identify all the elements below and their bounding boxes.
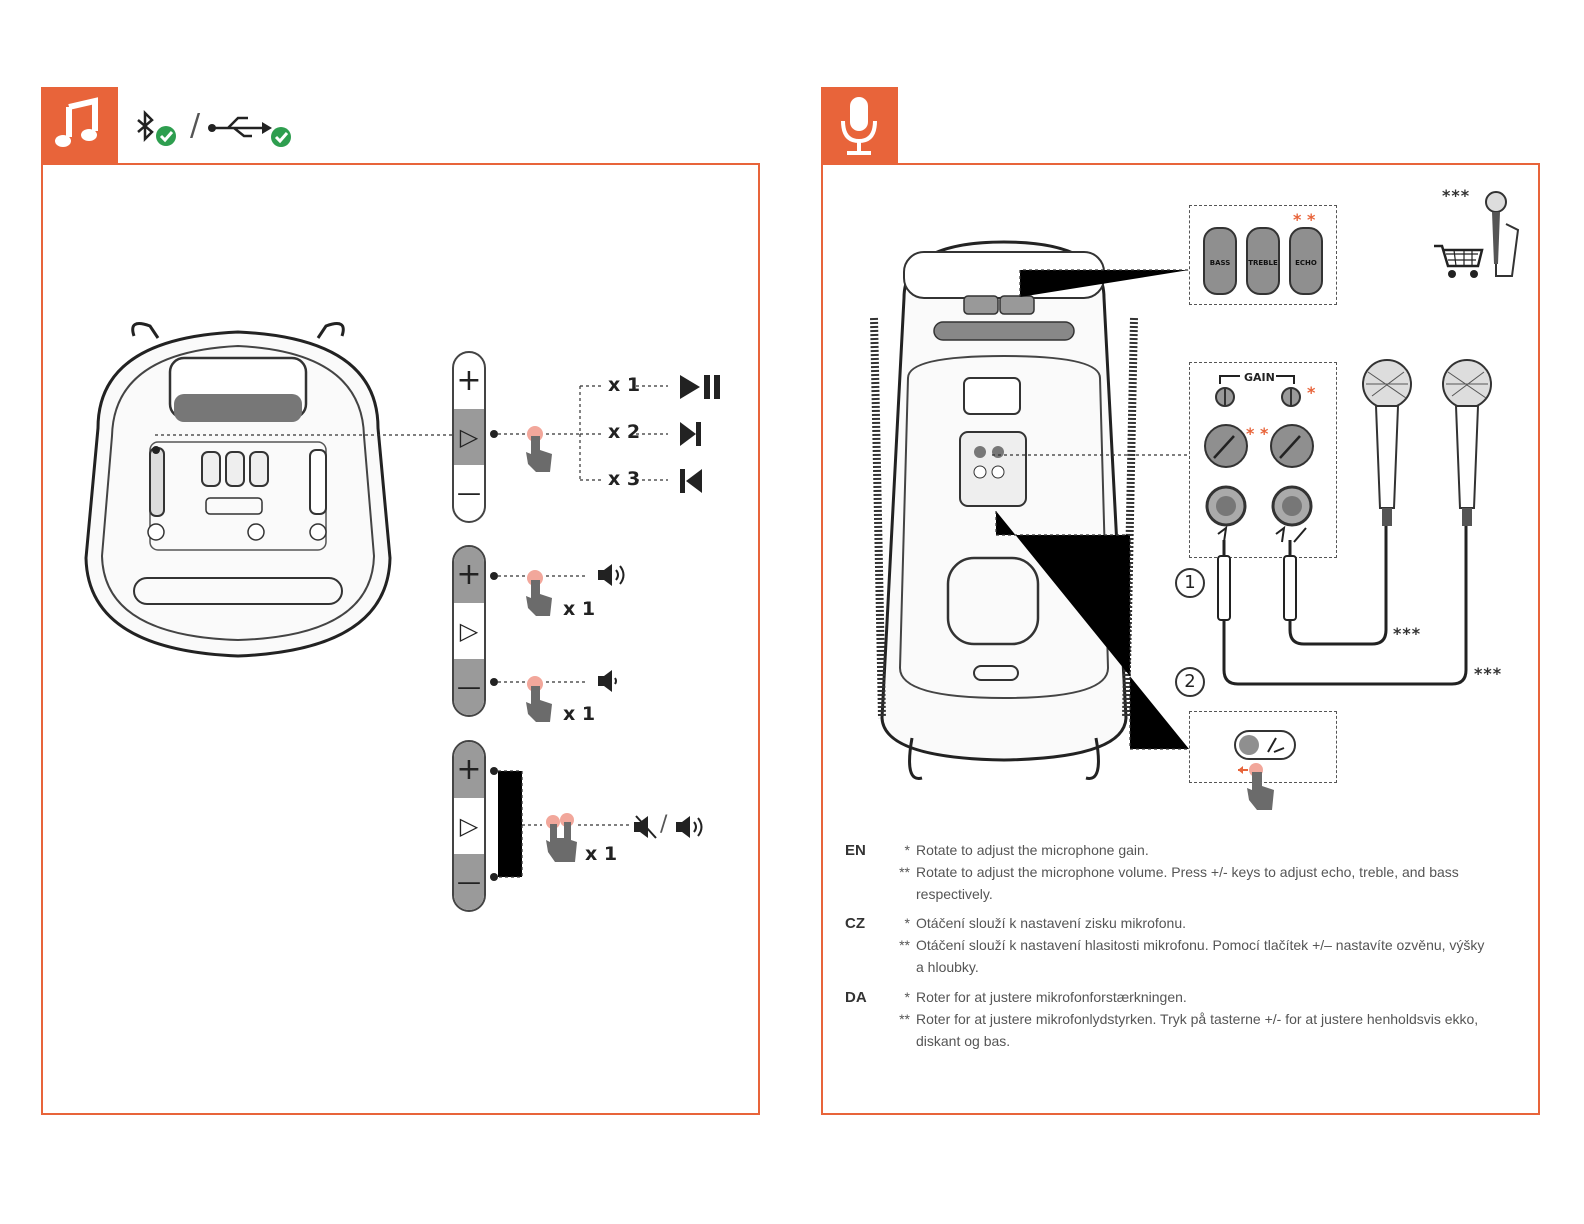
treble-key[interactable]: TREBLE [1246,227,1280,295]
note-cz-2: ** Otáčení slouží k nastavení hlasitosti … [892,934,1492,978]
volume-up-icon [598,564,625,586]
note-da-2-text: Roter for at justere mikrofonlydstyrken.… [916,1011,1479,1049]
note-lang-da: DA [845,989,867,1006]
note-da-1-mark: * [904,989,910,1005]
usb-check-icon [208,116,291,147]
play-control-minus[interactable]: — [457,479,481,507]
mute-control-pill: + ▷ — [452,740,486,912]
next-track-icon [680,422,701,446]
finger-press-icon-down [526,676,552,722]
note-da-2-mark: ** [899,1011,910,1027]
note-en-1: * Rotate to adjust the microphone gain. [892,839,1492,861]
mute-plus-key[interactable]: + [454,742,484,798]
note-en-1-mark: * [904,842,910,858]
note-da-1-text: Roter for at justere mikrofonforstærknin… [916,989,1187,1005]
right-panel-frame [821,163,1540,1115]
gain-knob-2[interactable] [1280,386,1302,408]
mic-instrument-switch[interactable] [1234,730,1296,760]
note-en-2: ** Rotate to adjust the microphone volume… [892,861,1492,905]
volume-down-icon [598,670,617,692]
volume-minus-key[interactable]: — [454,659,484,715]
microphone-icon [841,97,877,155]
note-en-1-text: Rotate to adjust the microphone gain. [916,842,1149,858]
mute-lines [490,767,631,881]
mute-separator: / [660,812,668,837]
cable-mark-2: *** [1474,664,1503,683]
step-1-badge: 1 [1175,568,1205,598]
note-lang-en: EN [845,842,866,859]
play-press-lines [490,385,668,481]
step-2-label: 2 [1184,671,1196,692]
treble-key-label: TREBLE [1248,259,1278,267]
gain-knob-1[interactable] [1214,386,1236,408]
bass-key-label: BASS [1209,259,1231,267]
note-da-1: * Roter for at justere mikrofonforstærkni… [892,986,1492,1008]
mic-switch-box [1189,711,1337,783]
echo-key[interactable]: ECHO [1289,227,1323,295]
volume-mark: * * [1246,424,1269,443]
mute-play-key[interactable]: ▷ [459,812,479,840]
right-leader-lines [992,269,1189,750]
volume-up-count: x 1 [563,598,596,620]
finger-press-icon [526,426,552,472]
note-cz-1-text: Otáčení slouží k nastavení zisku mikrofo… [916,915,1187,931]
play-control-play[interactable]: ▷ [454,409,484,465]
microphone-1 [1362,359,1412,526]
previous-track-icon [680,469,702,493]
mute-count: x 1 [585,843,618,865]
play-pause-icon [680,375,720,399]
volume-plus-key[interactable]: + [454,547,484,603]
bluetooth-check-icon [137,109,176,146]
microphone-tab [821,87,898,165]
bass-key[interactable]: BASS [1203,227,1237,295]
echo-key-label: ECHO [1295,259,1317,267]
microphone-2 [1442,359,1492,526]
mic-volume-knob-2[interactable] [1268,422,1316,470]
unmute-icon [676,816,703,838]
volume-down-count: x 1 [563,703,596,725]
volume-control-pill: + ▷ — [452,545,486,717]
press-count-3: x 3 [608,468,641,490]
leader-line-play [155,434,453,436]
note-da-2: ** Roter for at justere mikrofonlydstyrke… [892,1008,1492,1052]
finger-press-icon-up [526,570,552,616]
gain-box [1189,362,1337,558]
note-cz-2-text: Otáčení slouží k nastavení hlasitosti mi… [916,937,1485,975]
note-cz-1-mark: * [904,915,910,931]
mute-minus-key[interactable]: — [454,854,484,910]
keys-mark: * * [1293,210,1316,229]
press-count-2: x 2 [608,421,641,443]
finger-slide-icon [1238,763,1274,810]
eq-keys-box [1189,205,1337,305]
gain-bracket [1219,375,1295,384]
play-control-pill: + ▷ — [452,351,486,523]
left-panel-frame [41,163,760,1115]
step-1-label: 1 [1184,572,1196,593]
play-control-plus[interactable]: + [456,363,482,398]
note-cz-2-mark: ** [899,937,910,953]
mute-icon [634,815,657,839]
press-count-1: x 1 [608,374,641,396]
shopping-cart-microphone-icon [1434,191,1520,278]
note-cz-1: * Otáčení slouží k nastavení zisku mikrof… [892,912,1492,934]
note-lang-cz: CZ [845,915,865,932]
volume-lines [490,572,586,686]
note-en-2-text: Rotate to adjust the microphone volume. … [916,864,1459,902]
mic-cables [1217,526,1468,686]
gain-mark: * [1307,383,1316,402]
music-note-icon [55,97,98,147]
music-tab [41,87,118,165]
speaker-top-view [84,322,392,658]
gain-label: GAIN [1244,371,1275,384]
mic-input-jack-1 [1205,485,1247,543]
step-2-badge: 2 [1175,667,1205,697]
cart-mark: *** [1442,186,1471,205]
volume-play-key[interactable]: ▷ [459,617,479,645]
note-en-2-mark: ** [899,864,910,880]
two-finger-press-icon [546,813,577,862]
source-separator: / [190,108,201,143]
cable-mark-1: *** [1393,624,1422,643]
mic-volume-knob-1[interactable] [1202,422,1250,470]
mic-input-jack-2 [1271,485,1313,543]
